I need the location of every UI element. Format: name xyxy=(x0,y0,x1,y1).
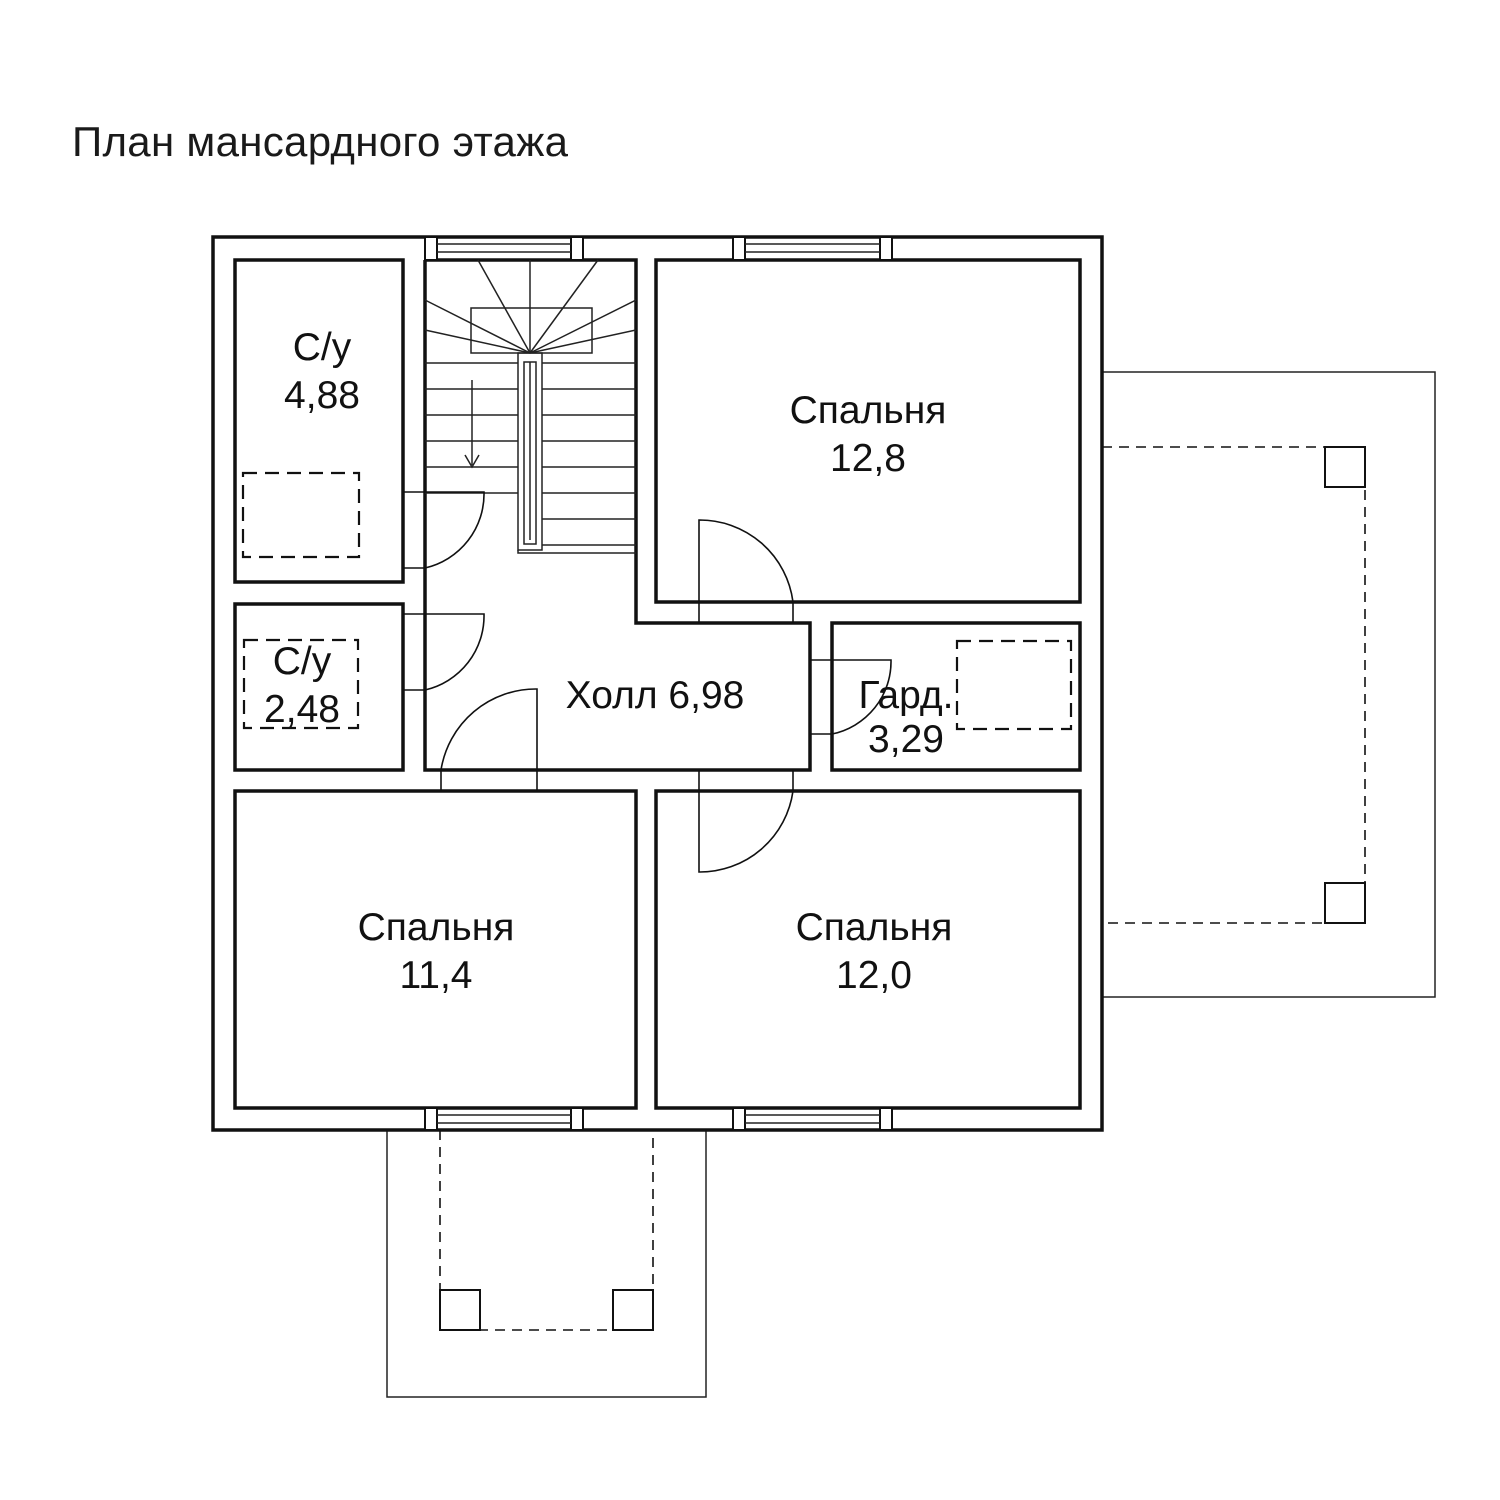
doors xyxy=(403,491,892,873)
room-bath-2 xyxy=(233,602,405,772)
south-balcony xyxy=(386,1129,707,1398)
bedroom-se-area: 12,0 xyxy=(836,954,912,997)
room-bedroom-ne xyxy=(654,258,1082,604)
windows xyxy=(424,236,893,1131)
bath1-area: 4,88 xyxy=(284,374,360,417)
east-terrace xyxy=(1101,371,1436,998)
staircase xyxy=(424,259,637,554)
shower-outline xyxy=(242,638,360,730)
bedroom-sw-name: Спальня xyxy=(358,906,515,949)
hall-label: Холл 6,98 xyxy=(566,674,745,717)
bath2-area: 2,48 xyxy=(264,688,340,731)
wardrobe-area: 3,29 xyxy=(868,718,944,761)
bedroom-se-name: Спальня xyxy=(796,906,953,949)
column-post xyxy=(1324,446,1366,488)
column-post xyxy=(612,1289,654,1331)
bedroom-sw-area: 11,4 xyxy=(399,954,472,997)
wardrobe-name: Гард. xyxy=(858,674,953,717)
room-hall xyxy=(423,258,812,772)
room-bath-1 xyxy=(233,258,405,584)
room-bedroom-sw xyxy=(233,789,638,1110)
bath1-name: С/у xyxy=(293,326,352,369)
wardrobe-shelf-outline xyxy=(955,639,1073,731)
plan-title: План мансардного этажа xyxy=(72,118,569,165)
bathtub-outline xyxy=(241,471,361,559)
column-post xyxy=(439,1289,481,1331)
room-bedroom-se xyxy=(654,789,1082,1110)
bath2-name: С/у xyxy=(273,640,332,683)
column-post xyxy=(1324,882,1366,924)
bedroom-ne-area: 12,8 xyxy=(830,437,906,480)
bedroom-ne-name: Спальня xyxy=(790,389,947,432)
